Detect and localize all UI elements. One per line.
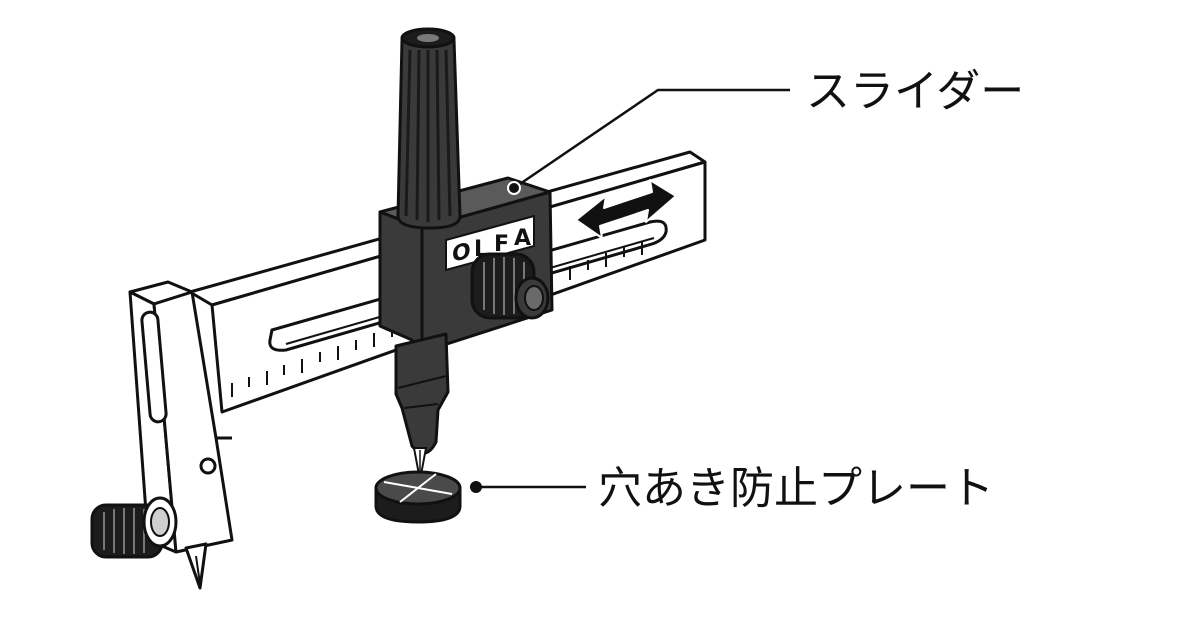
- anti-puncture-plate: [374, 470, 462, 524]
- brand-letter: F: [494, 232, 509, 257]
- left-knob: [90, 496, 178, 559]
- grip-handle: [396, 27, 462, 230]
- slider-knob: [470, 252, 550, 320]
- brand-letter: O: [452, 238, 471, 268]
- callout-leader-slider: [507, 88, 790, 195]
- label-slider: スライダー: [806, 66, 1025, 117]
- brand-letter: A: [514, 226, 531, 251]
- double-arrow-icon: [575, 179, 677, 239]
- brand-logo: O L F A: [445, 214, 535, 272]
- needle-holder: [394, 332, 450, 481]
- callout-leader-plate: [470, 481, 586, 493]
- label-anti-puncture-plate: 穴あき防止プレート: [598, 463, 994, 514]
- left-end-block: [128, 280, 234, 590]
